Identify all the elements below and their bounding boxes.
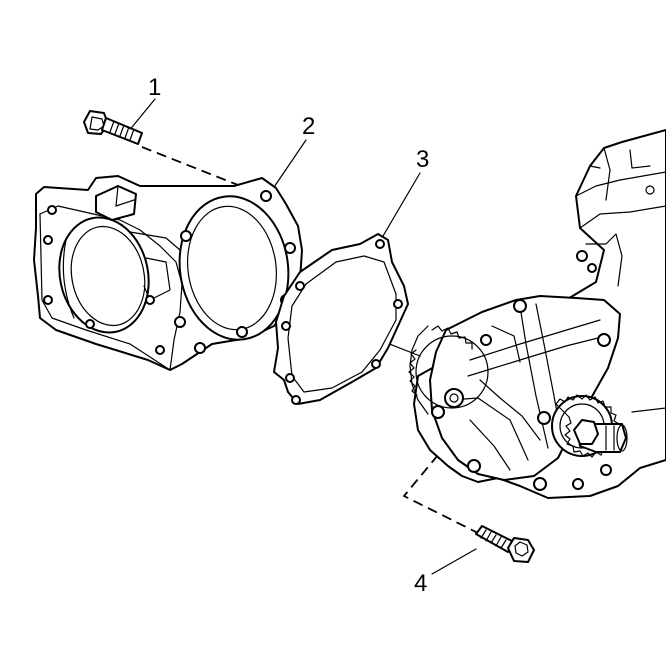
transfer-case-icon — [408, 129, 666, 499]
callout-3: 3 — [416, 146, 429, 173]
bolt-icon — [475, 525, 535, 563]
callout-4: 4 — [414, 570, 427, 597]
gasket-icon — [273, 233, 409, 405]
callout-1: 1 — [148, 74, 161, 101]
bolt-icon — [83, 110, 143, 145]
adapter-housing-icon — [33, 175, 303, 371]
alignment-line-top — [141, 146, 239, 186]
alignment-line-bottom — [402, 454, 489, 539]
callout-2: 2 — [302, 113, 315, 140]
leader-3 — [375, 172, 421, 249]
leader-1 — [127, 98, 156, 133]
gear-teeth — [408, 325, 473, 415]
leader-4 — [431, 548, 477, 575]
